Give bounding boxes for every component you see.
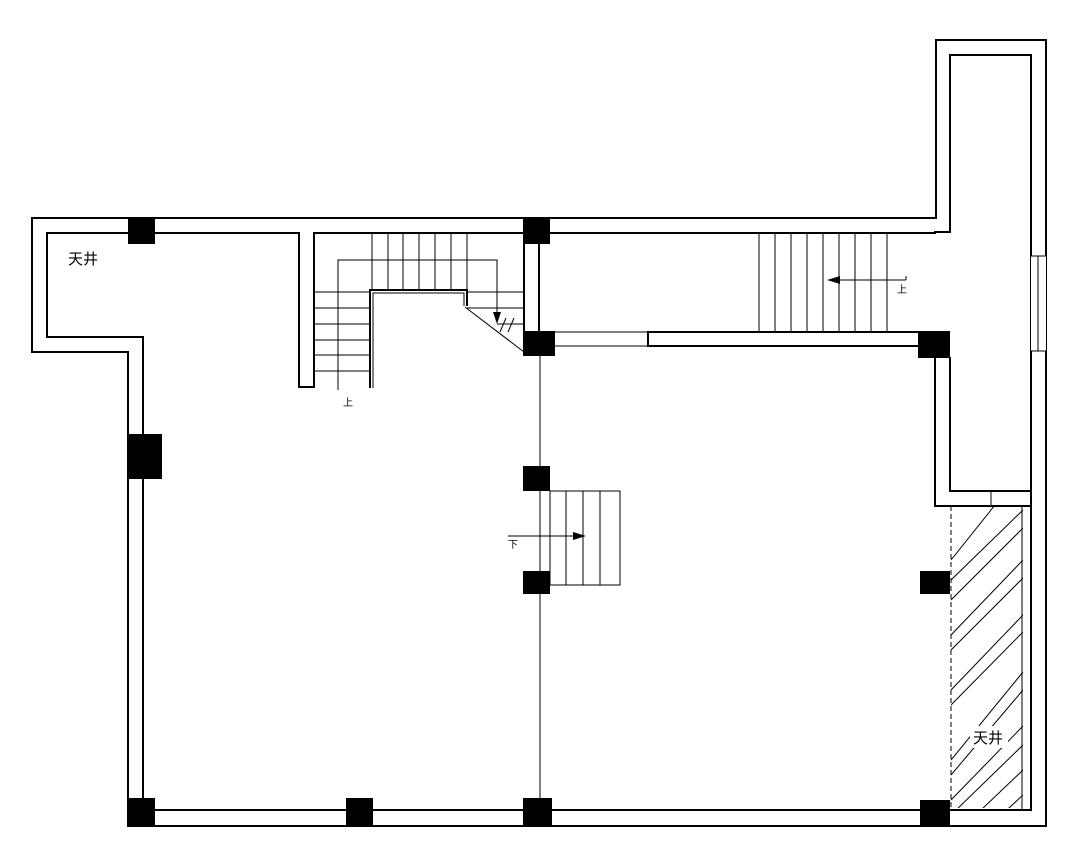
courtyard-label-se: 天井 — [973, 730, 1003, 747]
column — [523, 218, 550, 244]
stair-break-mark — [499, 317, 507, 333]
column — [128, 798, 155, 826]
exterior-walls — [31, 39, 1047, 827]
column — [128, 434, 162, 479]
wall-top-right-room — [647, 331, 935, 347]
stair-right: 上 — [758, 232, 907, 333]
columns — [128, 218, 950, 826]
stair-up-label-left: 上 — [343, 397, 353, 409]
wall-east-interior — [934, 357, 1031, 507]
column — [920, 800, 950, 826]
stair-left: 上 — [314, 233, 525, 409]
courtyard-label-bg — [970, 726, 1008, 748]
column — [523, 798, 552, 826]
arrow-head-left — [827, 276, 840, 284]
hatch-pattern — [951, 506, 1023, 808]
stair-diagonal — [464, 306, 525, 353]
column — [523, 331, 555, 356]
stair-up-label-right: 上 — [897, 284, 907, 296]
stair-handrail — [369, 289, 468, 388]
arrow-head-right — [573, 532, 586, 540]
courtyard-se: 天井 — [950, 506, 1023, 810]
stair-handrail-inner — [372, 292, 465, 388]
column — [523, 466, 550, 491]
column — [128, 218, 155, 244]
stair-walkline — [337, 259, 498, 390]
column — [918, 331, 950, 358]
stair-outline — [549, 490, 621, 586]
column — [346, 798, 373, 826]
inner-wall-line — [46, 54, 1032, 811]
arrow-head-down — [493, 312, 501, 324]
courtyard-label-nw: 天井 — [68, 251, 98, 268]
outer-wall-line — [31, 39, 1047, 827]
stair-center: 下 — [508, 490, 621, 586]
column — [920, 571, 950, 594]
stair-down-label: 下 — [508, 540, 518, 551]
column — [523, 571, 550, 594]
window-top-right-room — [553, 331, 649, 347]
stair-break-mark — [507, 317, 515, 333]
